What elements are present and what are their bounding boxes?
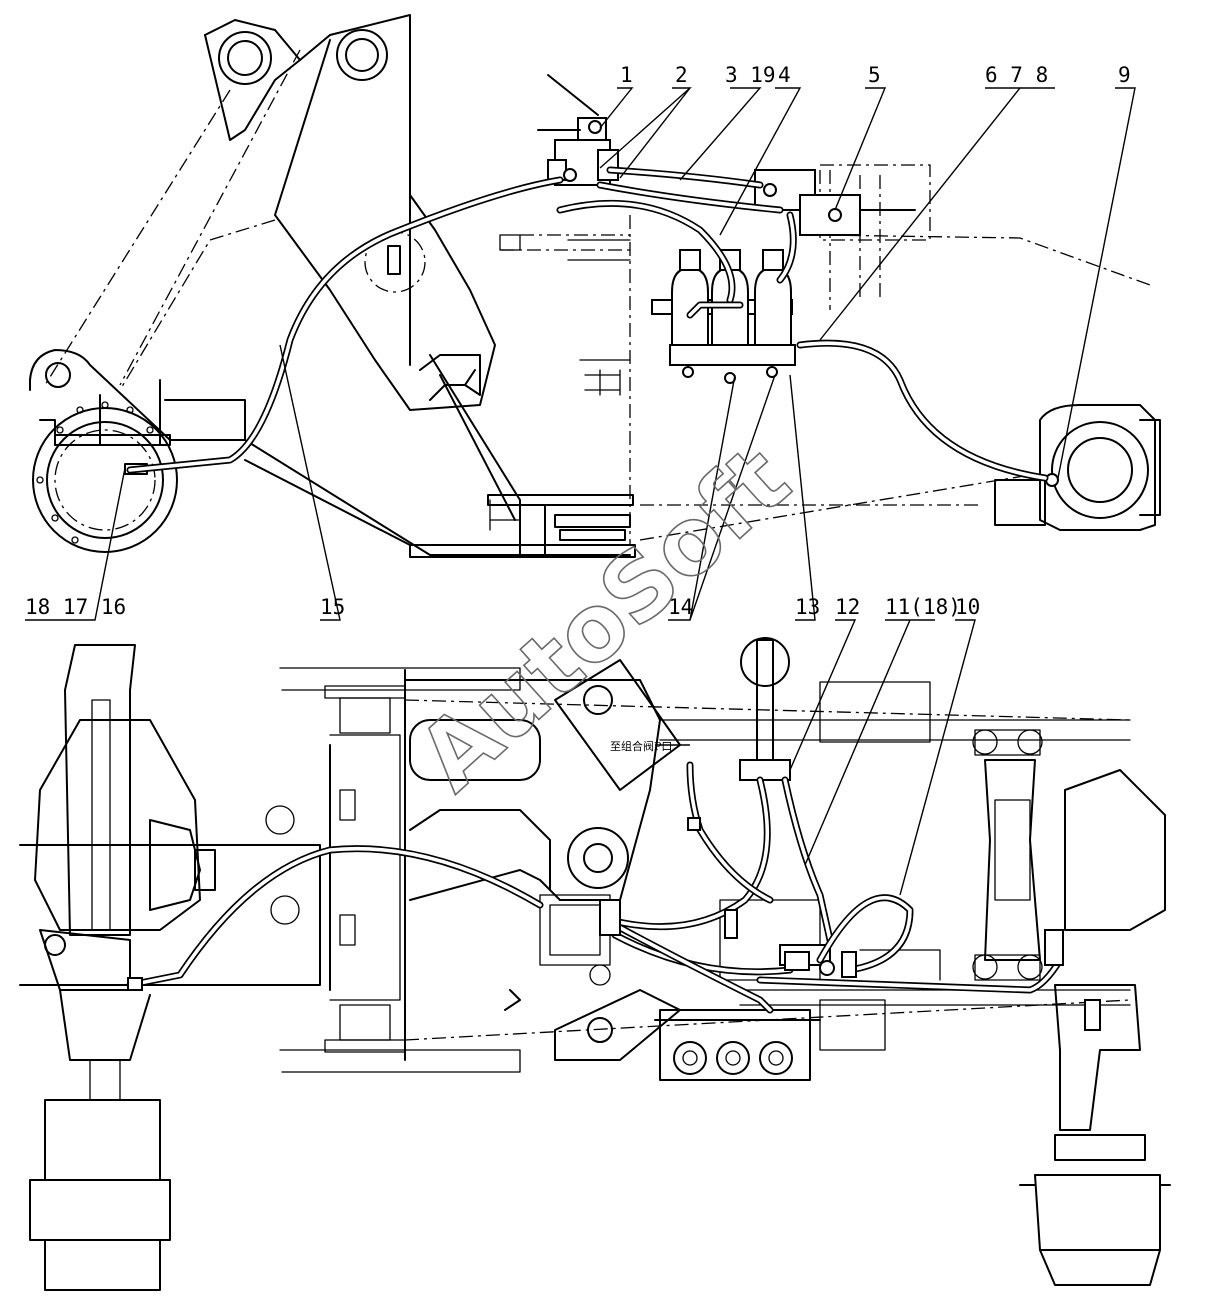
watermark-text: AutoSoft xyxy=(398,426,809,812)
upper-side-view xyxy=(25,14,1161,621)
central-components xyxy=(654,637,941,1081)
rear-axle-hub xyxy=(994,404,1161,531)
port-annotation: 至组合阀P口 xyxy=(610,739,672,753)
front-axle-assembly xyxy=(29,644,216,1291)
part-label-15: 15 xyxy=(320,595,345,619)
part-label-2: 2 xyxy=(675,63,688,87)
lower-fittings xyxy=(127,817,1064,991)
part-label-10: 10 xyxy=(955,595,980,619)
brake-valve xyxy=(537,74,619,186)
part-label-6-7-8: 6 7 8 xyxy=(985,63,1048,87)
upper-hydraulic-hoses xyxy=(126,166,1049,482)
lower-link-arms xyxy=(244,354,636,558)
accumulator-bank xyxy=(651,249,796,384)
rear-frame-outline xyxy=(489,215,1151,545)
part-label-1: 1 xyxy=(620,63,633,87)
lower-leader-lines xyxy=(655,619,976,896)
part-label-11-18: 11(18) xyxy=(885,595,961,619)
part-label-14: 14 xyxy=(668,595,693,619)
front-boom-frame xyxy=(44,14,496,411)
front-axle-hub xyxy=(29,349,246,553)
part-number-labels: 1 2 3 19 4 5 6 7 8 9 18 17 16 15 14 13 1… xyxy=(25,63,1131,753)
upper-leader-lines xyxy=(25,87,1136,621)
part-label-4: 4 xyxy=(778,63,791,87)
part-label-3-19: 3 19 xyxy=(725,63,776,87)
part-label-12: 12 xyxy=(835,595,860,619)
part-label-13: 13 xyxy=(795,595,820,619)
part-label-18-17-16: 18 17 16 xyxy=(25,595,126,619)
combination-valve xyxy=(754,164,931,310)
lower-plan-view xyxy=(19,619,1171,1291)
rear-axle-assembly xyxy=(972,729,1171,1286)
part-label-9: 9 xyxy=(1118,63,1131,87)
part-label-5: 5 xyxy=(868,63,881,87)
